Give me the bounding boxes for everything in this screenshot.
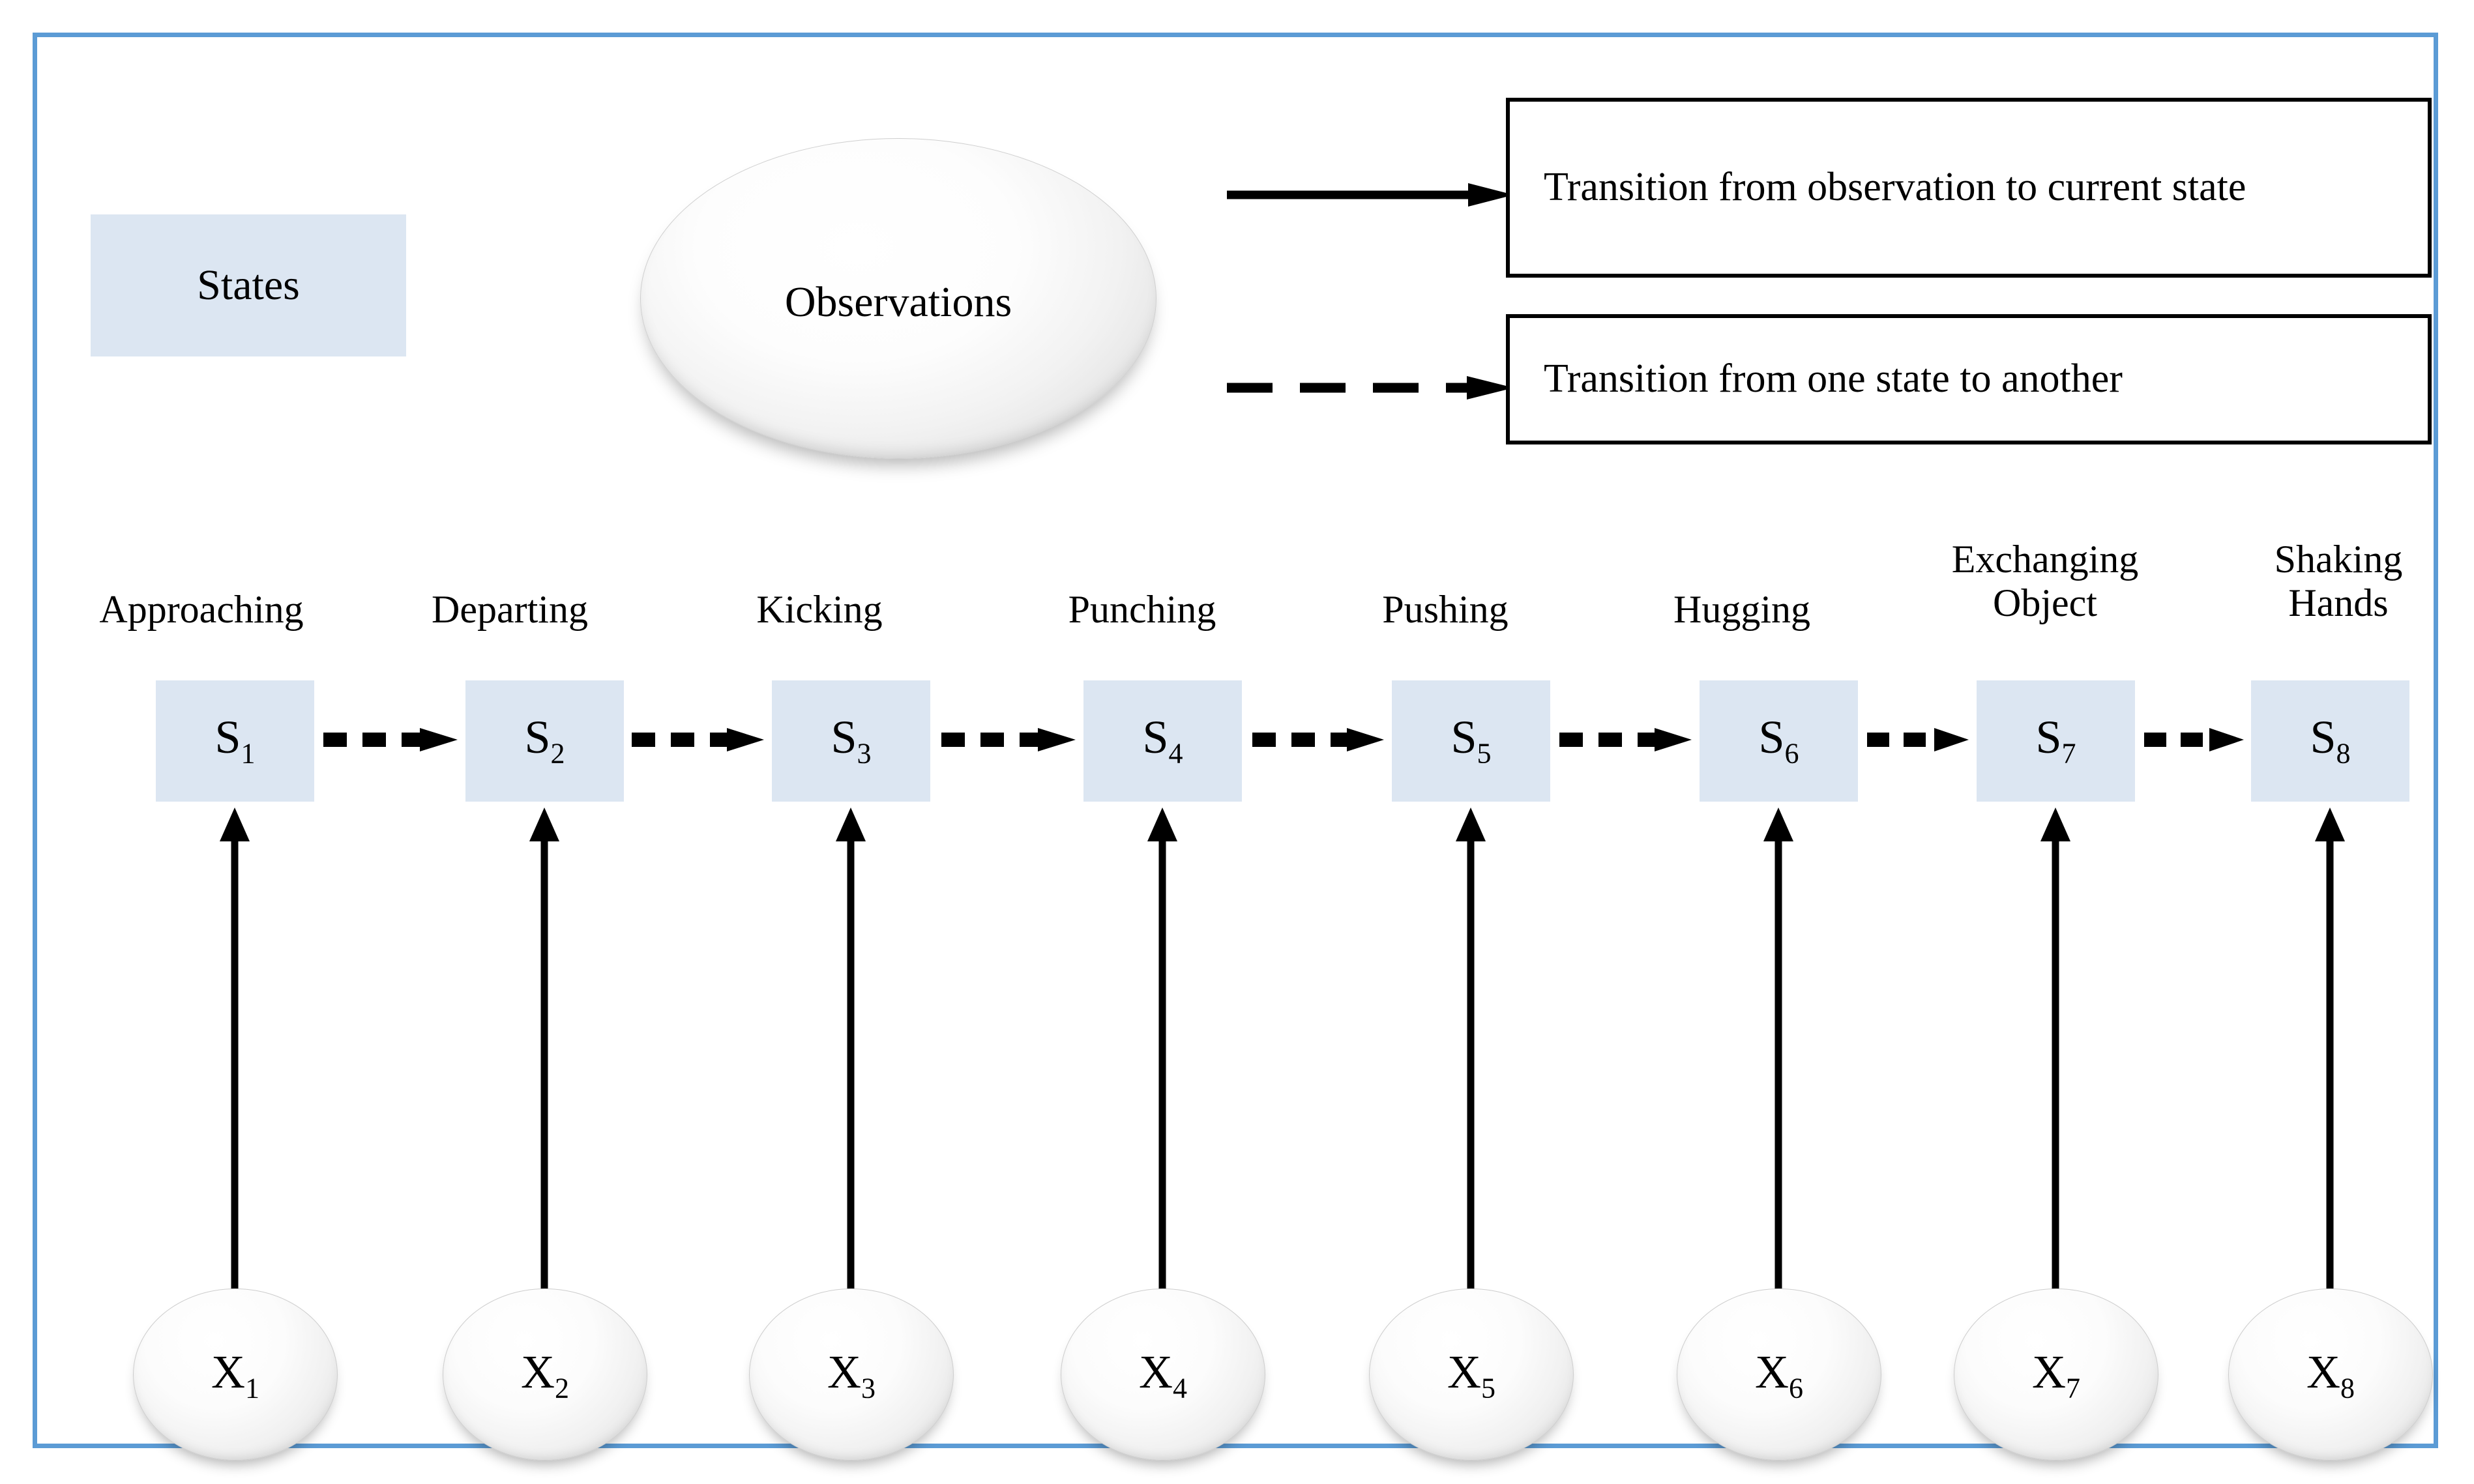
emission-arrow-3	[836, 807, 866, 1298]
emission-arrow-5	[1456, 807, 1486, 1298]
legend-row-state-to-state: Transition from one state to another	[1506, 314, 2432, 444]
legend-observations-ellipse: Observations	[640, 138, 1156, 459]
legend-states-swatch: States	[91, 214, 406, 356]
emission-arrow-7	[2040, 807, 2070, 1298]
state-label-7: Exchanging Object	[1951, 538, 2139, 625]
emission-arrow-1	[220, 807, 250, 1298]
legend-row-1-text: Transition from observation to current s…	[1544, 165, 2246, 210]
state-label-1: Approaching	[99, 588, 304, 631]
observation-symbol-3: X3	[827, 1346, 876, 1404]
emission-arrow-6	[1763, 807, 1793, 1298]
observation-symbol-1: X1	[211, 1346, 259, 1404]
observation-node-8[interactable]: X8	[2228, 1288, 2433, 1461]
state-label-3: Kicking	[756, 588, 883, 631]
observation-symbol-4: X4	[1139, 1346, 1187, 1404]
legend-row-2-text: Transition from one state to another	[1544, 356, 2123, 401]
state-label-8: Shaking Hands	[2274, 538, 2403, 625]
observation-symbol-7: X7	[2032, 1346, 2080, 1404]
state-symbol-1: S1	[214, 711, 256, 770]
state-symbol-2: S2	[524, 711, 565, 770]
legend-states-label: States	[197, 261, 300, 309]
observation-symbol-2: X2	[521, 1346, 569, 1404]
state-box-8[interactable]: S8	[2251, 680, 2409, 802]
observation-node-5[interactable]: X5	[1369, 1288, 1574, 1461]
legend-row-observation-to-state: Transition from observation to current s…	[1506, 98, 2432, 278]
legend-dashed-arrow-icon	[1227, 376, 1514, 400]
state-symbol-3: S3	[831, 711, 872, 770]
transition-arrow-1-2	[323, 728, 458, 751]
observation-node-1[interactable]: X1	[133, 1288, 338, 1461]
state-box-2[interactable]: S2	[465, 680, 624, 802]
legend-observations-label: Observations	[784, 278, 1012, 326]
observation-node-6[interactable]: X6	[1677, 1288, 1881, 1461]
emission-arrow-2	[529, 807, 559, 1298]
state-symbol-8: S8	[2310, 711, 2351, 770]
observation-symbol-8: X8	[2306, 1346, 2355, 1404]
diagram-frame: States Observations Transition from obse…	[33, 33, 2438, 1461]
emission-arrow-4	[1147, 807, 1177, 1298]
state-box-7[interactable]: S7	[1977, 680, 2135, 802]
state-symbol-6: S6	[1758, 711, 1799, 770]
transition-arrow-5-6	[1559, 728, 1692, 751]
emission-arrow-8	[2315, 807, 2345, 1298]
state-box-4[interactable]: S4	[1083, 680, 1242, 802]
observation-node-3[interactable]: X3	[749, 1288, 954, 1461]
observation-symbol-5: X5	[1447, 1346, 1495, 1404]
state-box-6[interactable]: S6	[1700, 680, 1858, 802]
state-label-5: Pushing	[1382, 588, 1509, 631]
state-box-5[interactable]: S5	[1392, 680, 1550, 802]
observation-node-4[interactable]: X4	[1061, 1288, 1265, 1461]
state-box-3[interactable]: S3	[772, 680, 930, 802]
state-label-4: Punching	[1068, 588, 1216, 631]
state-box-1[interactable]: S1	[156, 680, 314, 802]
state-symbol-4: S4	[1142, 711, 1183, 770]
state-symbol-7: S7	[2035, 711, 2076, 770]
transition-arrow-6-7	[1867, 728, 1969, 751]
transition-arrow-3-4	[941, 728, 1076, 751]
transition-arrow-7-8	[2144, 728, 2244, 751]
observation-node-2[interactable]: X2	[443, 1288, 647, 1461]
transition-arrow-2-3	[632, 728, 764, 751]
transition-arrow-4-5	[1252, 728, 1384, 751]
observation-symbol-6: X6	[1755, 1346, 1803, 1404]
state-label-2: Departing	[432, 588, 588, 631]
state-label-6: Hugging	[1673, 588, 1810, 631]
observation-node-7[interactable]: X7	[1954, 1288, 2158, 1461]
state-symbol-5: S5	[1451, 711, 1492, 770]
legend-solid-arrow-icon	[1227, 183, 1514, 207]
